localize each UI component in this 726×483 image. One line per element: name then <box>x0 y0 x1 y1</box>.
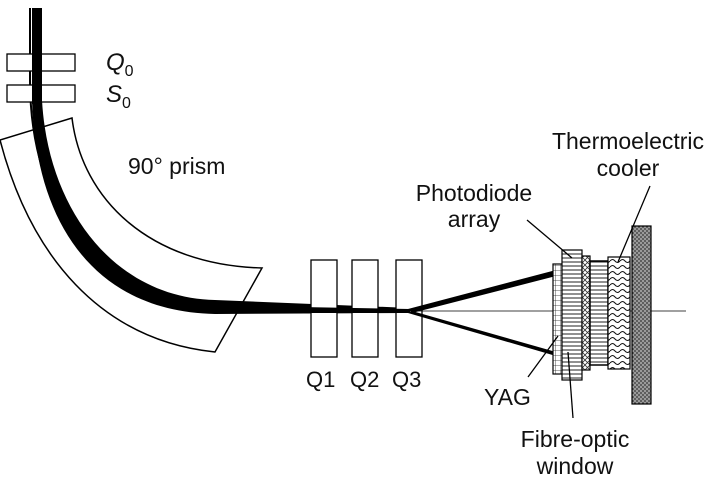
photodiode-leader <box>526 219 573 259</box>
q0-label: Q0 <box>106 49 134 80</box>
upper-beam-fan <box>408 270 556 313</box>
lower-beam-fan <box>408 311 556 356</box>
yag-leader <box>527 335 559 378</box>
photodiode-array <box>581 255 591 371</box>
fibre-leader <box>567 351 574 419</box>
q1-label: Q1 <box>306 367 335 392</box>
s0-label: S0 <box>106 81 131 112</box>
thermo-label-line1: Thermoelectric <box>552 128 704 154</box>
photodiode-label-line1: Photodiode <box>416 180 532 206</box>
q2-label: Q2 <box>350 367 379 392</box>
fibre-label-line2: window <box>536 453 614 479</box>
yag-label: YAG <box>484 384 531 410</box>
heat-sink <box>631 225 652 405</box>
photodiode-label-line2: array <box>448 206 501 232</box>
thermo-leader <box>617 185 651 263</box>
thermoelectric-cooler <box>607 256 631 370</box>
connector-pins <box>589 260 609 366</box>
thermo-label-line2: cooler <box>597 155 660 181</box>
fibre-label-line1: Fibre-optic <box>521 426 630 452</box>
fibre-optic-window <box>561 249 583 381</box>
prism-shape <box>0 117 264 353</box>
prism-label: 90° prism <box>128 153 225 179</box>
q3-label: Q3 <box>392 367 421 392</box>
yag-screen <box>552 263 563 375</box>
